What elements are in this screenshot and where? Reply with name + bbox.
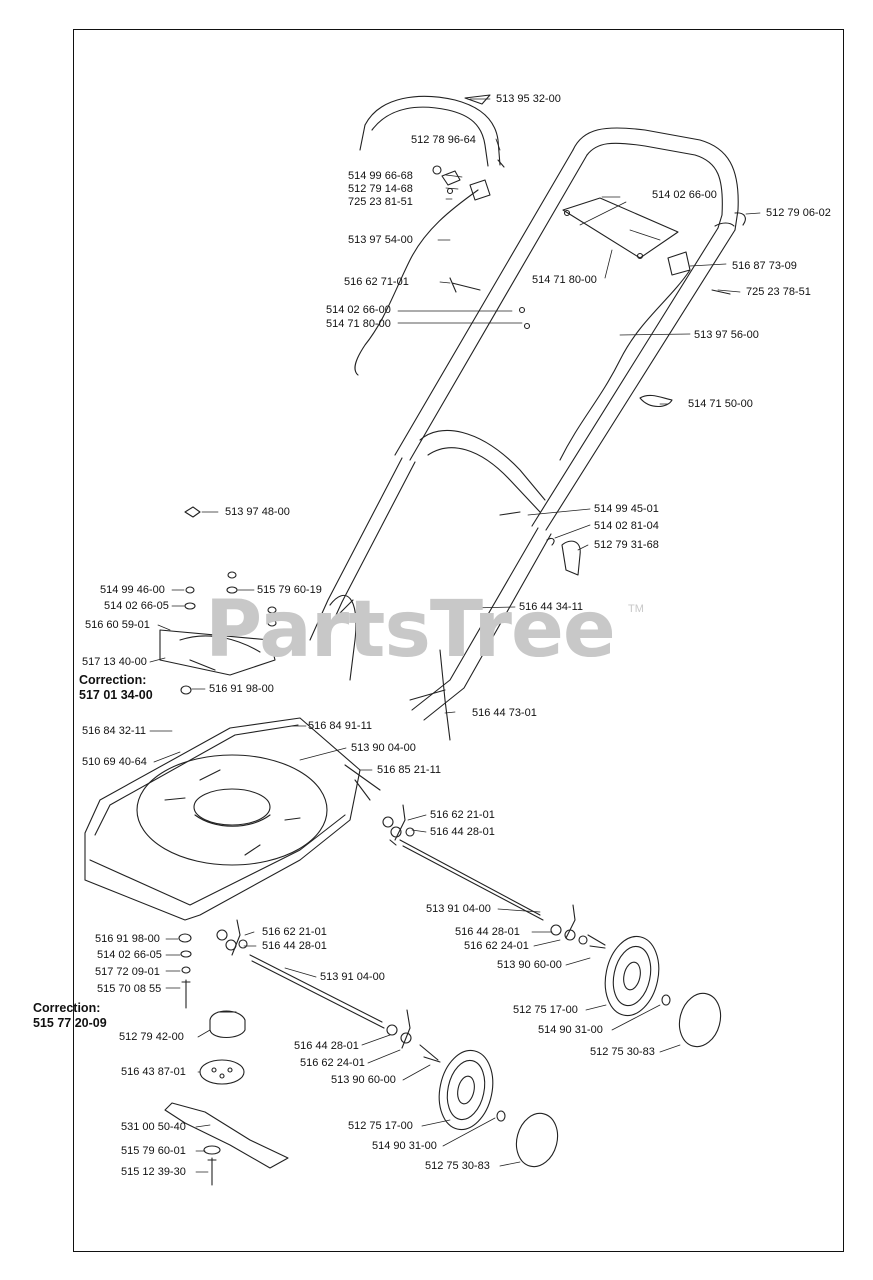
- correction-title: Correction:: [33, 1001, 101, 1015]
- part-label: 516 91 98-00: [209, 683, 274, 695]
- part-label: 516 44 28-01: [294, 1040, 359, 1052]
- part-label: 516 44 28-01: [455, 926, 520, 938]
- rear-hubcap: [678, 992, 722, 1048]
- part-label: 514 02 66-05: [97, 949, 162, 961]
- part-label: 516 44 73-01: [472, 707, 537, 719]
- part-label: 515 70 08 55: [97, 983, 162, 995]
- part-label: 514 99 45-01: [594, 503, 659, 515]
- part-label: 516 44 34-11: [519, 601, 584, 613]
- part-label: 514 71 80-00: [326, 318, 391, 330]
- handle-knob: [561, 540, 581, 576]
- brake-cable: [354, 189, 479, 376]
- rear-flap-bracket: [159, 629, 276, 676]
- mower-deck: [84, 717, 361, 921]
- part-label: 514 99 46-00: [100, 584, 165, 596]
- part-label: 516 87 73-09: [732, 260, 797, 272]
- part-label: 514 90 31-00: [372, 1140, 437, 1152]
- part-label: 516 85 21-11: [377, 764, 442, 776]
- part-label: 516 62 24-01: [464, 940, 529, 952]
- trademark-mark: TM: [628, 603, 644, 615]
- part-label: 517 13 40-00: [82, 656, 147, 668]
- part-label: 512 79 42-00: [119, 1031, 184, 1043]
- part-label: 515 79 60-01: [121, 1145, 186, 1157]
- part-label: 513 95 32-00: [496, 93, 561, 105]
- part-label: 514 02 66-00: [652, 189, 717, 201]
- part-label: 512 75 17-00: [348, 1120, 413, 1132]
- part-label: 512 75 30-83: [590, 1046, 655, 1058]
- part-label: 516 62 21-01: [430, 809, 495, 821]
- part-label: 514 99 66-68: [348, 170, 413, 182]
- correction-note: Correction: 515 77 20-09: [33, 1001, 107, 1031]
- correction-note: Correction: 517 01 34-00: [79, 673, 153, 703]
- part-label: 512 75 30-83: [425, 1160, 490, 1172]
- part-label: 516 84 91-11: [308, 720, 373, 732]
- part-label: 513 90 60-00: [331, 1074, 396, 1086]
- part-label: 514 02 66-00: [326, 304, 391, 316]
- mower-blade: [164, 1102, 289, 1169]
- part-label: 516 84 32-11: [82, 725, 147, 737]
- part-label: 512 78 96-64: [411, 134, 476, 146]
- part-label: 517 72 09-01: [95, 966, 160, 978]
- part-label: 513 91 04-00: [320, 971, 385, 983]
- correction-title: Correction:: [79, 673, 147, 687]
- part-label: 513 91 04-00: [426, 903, 491, 915]
- part-label: 513 90 04-00: [351, 742, 416, 754]
- blade-hub: [199, 1059, 245, 1085]
- part-label: 514 90 31-00: [538, 1024, 603, 1036]
- watermark: PartsTree: [205, 585, 616, 675]
- part-label: 514 71 80-00: [532, 274, 597, 286]
- part-label: 512 79 14-68: [348, 183, 413, 195]
- rear-wheel: [604, 935, 660, 1017]
- lower-handle: [309, 457, 552, 721]
- part-label: 725 23 78-51: [746, 286, 811, 298]
- leader-lines: [149, 98, 761, 1173]
- part-label: 514 02 81-04: [594, 520, 659, 532]
- part-label: 515 79 60-19: [257, 584, 322, 596]
- decal-plate: [562, 197, 679, 259]
- front-wheel: [438, 1049, 494, 1131]
- part-label: 512 79 31-68: [594, 539, 659, 551]
- front-hubcap: [515, 1112, 559, 1168]
- part-label: 515 12 39-30: [121, 1166, 186, 1178]
- blade-adapter: [209, 1010, 246, 1039]
- part-label: 516 91 98-00: [95, 933, 160, 945]
- part-label: 512 79 06-02: [766, 207, 831, 219]
- part-label: 516 60 59-01: [85, 619, 150, 631]
- part-label: 516 44 28-01: [262, 940, 327, 952]
- part-label: 725 23 81-51: [348, 196, 413, 208]
- part-label: 516 62 24-01: [300, 1057, 365, 1069]
- part-label: 531 00 50-40: [121, 1121, 186, 1133]
- upper-handle: [572, 127, 739, 231]
- part-label: 516 62 21-01: [262, 926, 327, 938]
- part-label: 516 62 71-01: [344, 276, 409, 288]
- part-label: 513 97 56-00: [694, 329, 759, 341]
- part-label: 513 97 48-00: [225, 506, 290, 518]
- part-label: 516 44 28-01: [430, 826, 495, 838]
- correction-part: 517 01 34-00: [79, 688, 153, 702]
- diagram-frame: [73, 29, 844, 1252]
- part-label: 514 02 66-05: [104, 600, 169, 612]
- part-label: 516 43 87-01: [121, 1066, 186, 1078]
- part-label: 510 69 40-64: [82, 756, 147, 768]
- part-label: 512 75 17-00: [513, 1004, 578, 1016]
- correction-part: 515 77 20-09: [33, 1016, 107, 1030]
- part-label: 513 90 60-00: [497, 959, 562, 971]
- cable-clip: [639, 394, 673, 408]
- part-label: 514 71 50-00: [688, 398, 753, 410]
- part-label: 513 97 54-00: [348, 234, 413, 246]
- control-bail: [364, 95, 501, 167]
